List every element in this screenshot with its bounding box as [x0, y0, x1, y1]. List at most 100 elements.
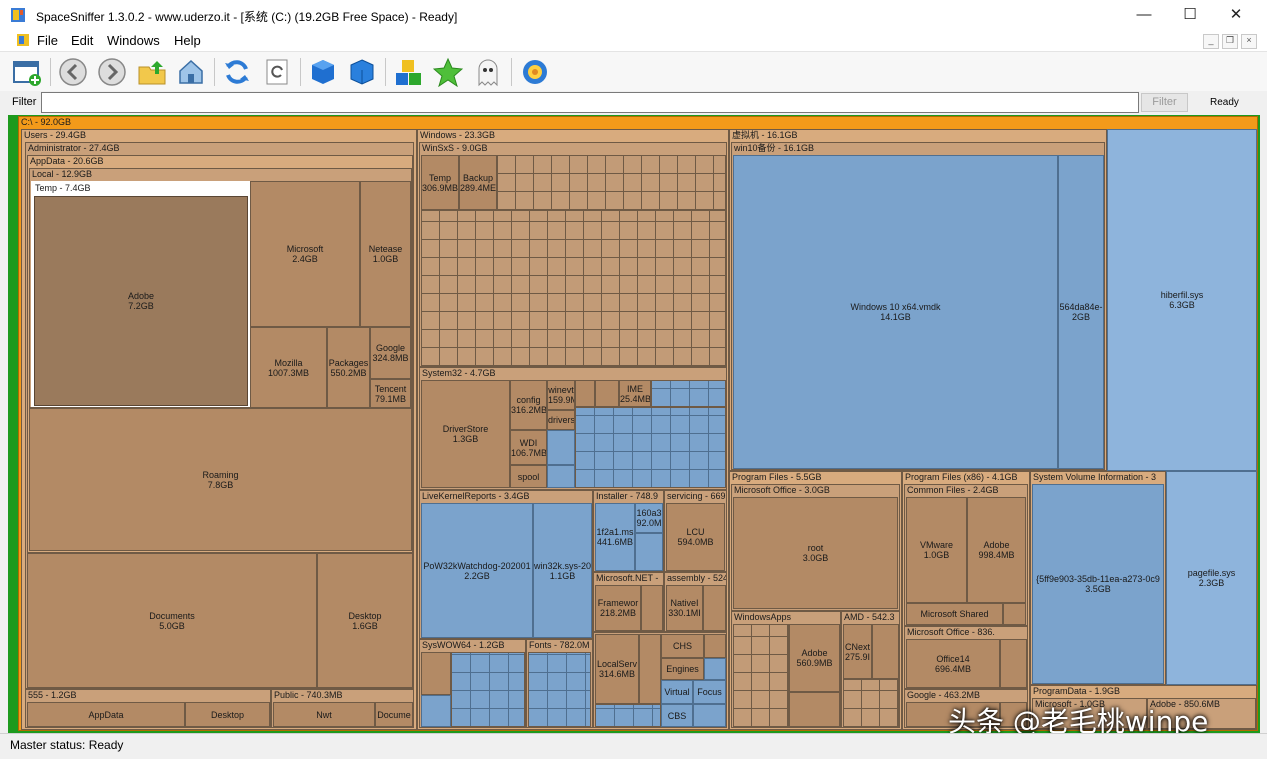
- tile-virtual[interactable]: Virtual: [661, 680, 693, 704]
- tile-system32-files-2[interactable]: [651, 380, 726, 407]
- tile-pd-microsoft[interactable]: Microsoft - 1.0GB: [1032, 698, 1147, 729]
- tile-appdata[interactable]: AppData - 20.6GB Local - 12.9GB Temp - 7…: [27, 155, 413, 553]
- tile-chrome[interactable]: [906, 702, 1000, 727]
- refresh-page-icon[interactable]: [262, 57, 292, 87]
- mdi-close-button[interactable]: ×: [1241, 34, 1257, 49]
- tile-mrt[interactable]: [547, 465, 575, 488]
- title-bar[interactable]: SpaceSniffer 1.3.0.2 - www.uderzo.it - […: [0, 0, 1267, 30]
- tile-set[interactable]: [704, 658, 726, 680]
- tile-ccc2[interactable]: [872, 624, 899, 679]
- tile-windowsapps-items[interactable]: [733, 624, 789, 727]
- tile-drivers[interactable]: drivers: [547, 410, 575, 430]
- home-icon[interactable]: [176, 57, 206, 87]
- mdi-minimize-button[interactable]: _: [1203, 34, 1219, 49]
- tile-syswow-windc[interactable]: [421, 695, 451, 727]
- tile-spool[interactable]: spool: [510, 465, 547, 488]
- mdi-restore-button[interactable]: ❐: [1222, 34, 1238, 49]
- tile-nati[interactable]: [703, 585, 726, 631]
- tile-winsxs-components[interactable]: [497, 155, 726, 210]
- tile-catr[interactable]: [595, 380, 619, 407]
- tile-program-files-x86[interactable]: Program Files (x86) - 4.1GB Common Files…: [902, 471, 1030, 730]
- star-icon[interactable]: [433, 57, 463, 87]
- tile-vm[interactable]: 虚拟机 - 16.1GB win10备份 - 16.1GB Windows 10…: [729, 129, 1107, 471]
- close-button[interactable]: ✕: [1229, 6, 1243, 23]
- tile-as-o[interactable]: [1000, 702, 1027, 727]
- tile-programdata[interactable]: ProgramData - 1.9GB Microsoft - 1.0GB Ad…: [1030, 685, 1257, 730]
- tile-public-nwt[interactable]: Nwt: [273, 702, 375, 727]
- filter-input[interactable]: [41, 92, 1139, 113]
- tile-installer-eb6[interactable]: [635, 533, 663, 571]
- tile-syswow-files[interactable]: [451, 652, 525, 727]
- tile-pd-adobe[interactable]: Adobe - 850.6MB: [1147, 698, 1256, 729]
- menu-file[interactable]: File: [37, 33, 58, 48]
- blocks-icon[interactable]: [394, 57, 424, 87]
- tile-system-volume-information[interactable]: System Volume Information - 3 {5ff9e903-…: [1030, 471, 1166, 685]
- tile-net-assembly[interactable]: [641, 585, 663, 631]
- tile-livekernelreports[interactable]: LiveKernelReports - 3.4GB PoW32kWatchdog…: [419, 490, 593, 639]
- tile-cbs[interactable]: CBS: [661, 704, 693, 727]
- tile-winf[interactable]: [575, 380, 595, 407]
- tile-chs[interactable]: CHS: [661, 634, 704, 658]
- tile-syswow64[interactable]: SysWOW64 - 1.2GB: [419, 639, 526, 728]
- tile-system32-files[interactable]: [575, 407, 726, 488]
- tile-vm-564da84e[interactable]: 564da84e-2GB: [1058, 155, 1104, 469]
- tile-adobe-x86[interactable]: [1000, 639, 1027, 688]
- forward-arrow-icon[interactable]: [97, 57, 127, 87]
- tile-public[interactable]: Public - 740.3MB Nwt Docume: [271, 689, 414, 728]
- new-view-icon[interactable]: [12, 57, 42, 87]
- tile-windowsapps-microsoft[interactable]: [789, 692, 840, 727]
- refresh-icon[interactable]: [222, 57, 252, 87]
- tile-en[interactable]: [704, 634, 726, 658]
- tile-font-files[interactable]: [528, 652, 591, 727]
- back-arrow-icon[interactable]: [58, 57, 88, 87]
- tile-tenc[interactable]: [1003, 603, 1026, 625]
- maximize-button[interactable]: ☐: [1183, 6, 1197, 23]
- tile-fonts[interactable]: Fonts - 782.0M: [526, 639, 593, 728]
- settings-flower-icon[interactable]: [520, 57, 550, 87]
- tile-winsxs-components-2[interactable]: [421, 210, 726, 366]
- tile-555-desktop[interactable]: Desktop: [185, 702, 270, 727]
- filter-button[interactable]: Filter: [1141, 93, 1188, 112]
- tile-public-docume[interactable]: Docume: [375, 702, 413, 727]
- tile-root[interactable]: C:\ - 92.0GB Users - 29.4GB Administrato…: [18, 116, 1258, 731]
- minimize-button[interactable]: —: [1136, 6, 1152, 23]
- tile-amd-items[interactable]: [843, 679, 899, 727]
- tile-rcor[interactable]: [547, 430, 575, 465]
